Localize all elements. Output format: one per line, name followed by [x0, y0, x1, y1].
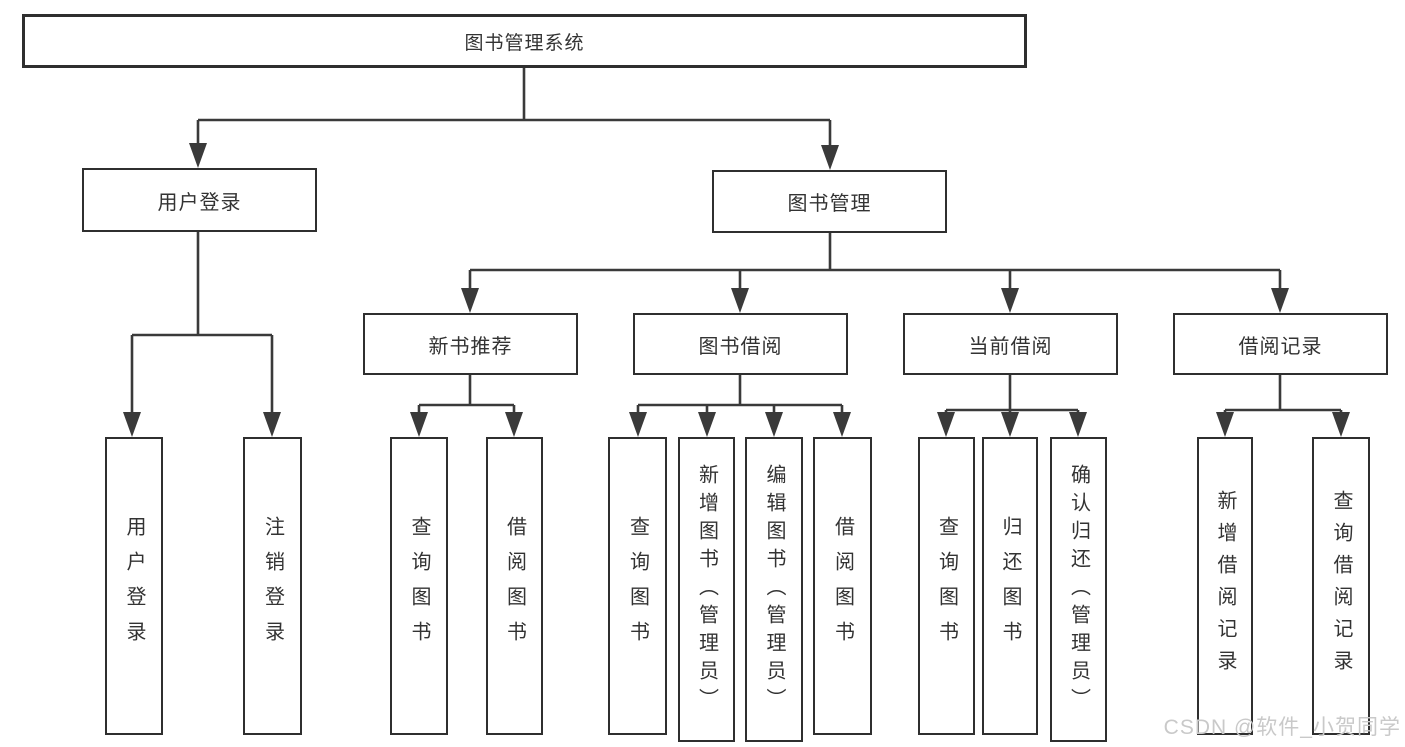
leaf-label: 确认归还（管理员） [1067, 463, 1090, 716]
leaf-logout: 注销登录 [243, 437, 302, 735]
leaf-label: 归还图书 [999, 516, 1021, 656]
leaf-label: 查询借阅记录 [1330, 490, 1352, 682]
node-current-borrow: 当前借阅 [903, 313, 1118, 375]
leaf-label: 编辑图书（管理员） [763, 463, 785, 716]
leaf-add-book-admin: 新增图书（管理员） [678, 437, 735, 742]
leaf-query-borrow-record: 查询借阅记录 [1312, 437, 1370, 735]
leaf-confirm-return-admin: 确认归还（管理员） [1050, 437, 1107, 742]
leaf-label: 借阅图书 [831, 516, 854, 656]
node-book-borrow: 图书借阅 [633, 313, 848, 375]
leaf-recommend-borrow-book: 借阅图书 [486, 437, 543, 735]
leaf-edit-book-admin: 编辑图书（管理员） [745, 437, 803, 742]
leaf-return-book: 归还图书 [982, 437, 1038, 735]
leaf-label: 用户登录 [123, 516, 145, 656]
leaf-borrow-query-book: 查询图书 [608, 437, 667, 735]
csdn-watermark: CSDN @软件_小贺同学 [1163, 716, 1401, 739]
leaf-recommend-query-book: 查询图书 [390, 437, 448, 735]
leaf-label: 新增借阅记录 [1214, 490, 1236, 682]
leaf-label: 借阅图书 [503, 516, 526, 656]
node-book-management: 图书管理 [712, 170, 947, 233]
leaf-add-borrow-record: 新增借阅记录 [1197, 437, 1253, 735]
leaf-current-query-book: 查询图书 [918, 437, 975, 735]
leaf-label: 查询图书 [626, 516, 649, 656]
node-root: 图书管理系统 [22, 14, 1027, 68]
node-user-login: 用户登录 [82, 168, 317, 232]
leaf-label: 新增图书（管理员） [695, 463, 718, 716]
leaf-user-login: 用户登录 [105, 437, 163, 735]
node-new-book-recommend: 新书推荐 [363, 313, 578, 375]
leaf-label: 查询图书 [935, 516, 958, 656]
leaf-label: 查询图书 [408, 516, 430, 656]
node-borrow-records: 借阅记录 [1173, 313, 1388, 375]
leaf-label: 注销登录 [261, 516, 284, 656]
leaf-borrow-book: 借阅图书 [813, 437, 872, 735]
